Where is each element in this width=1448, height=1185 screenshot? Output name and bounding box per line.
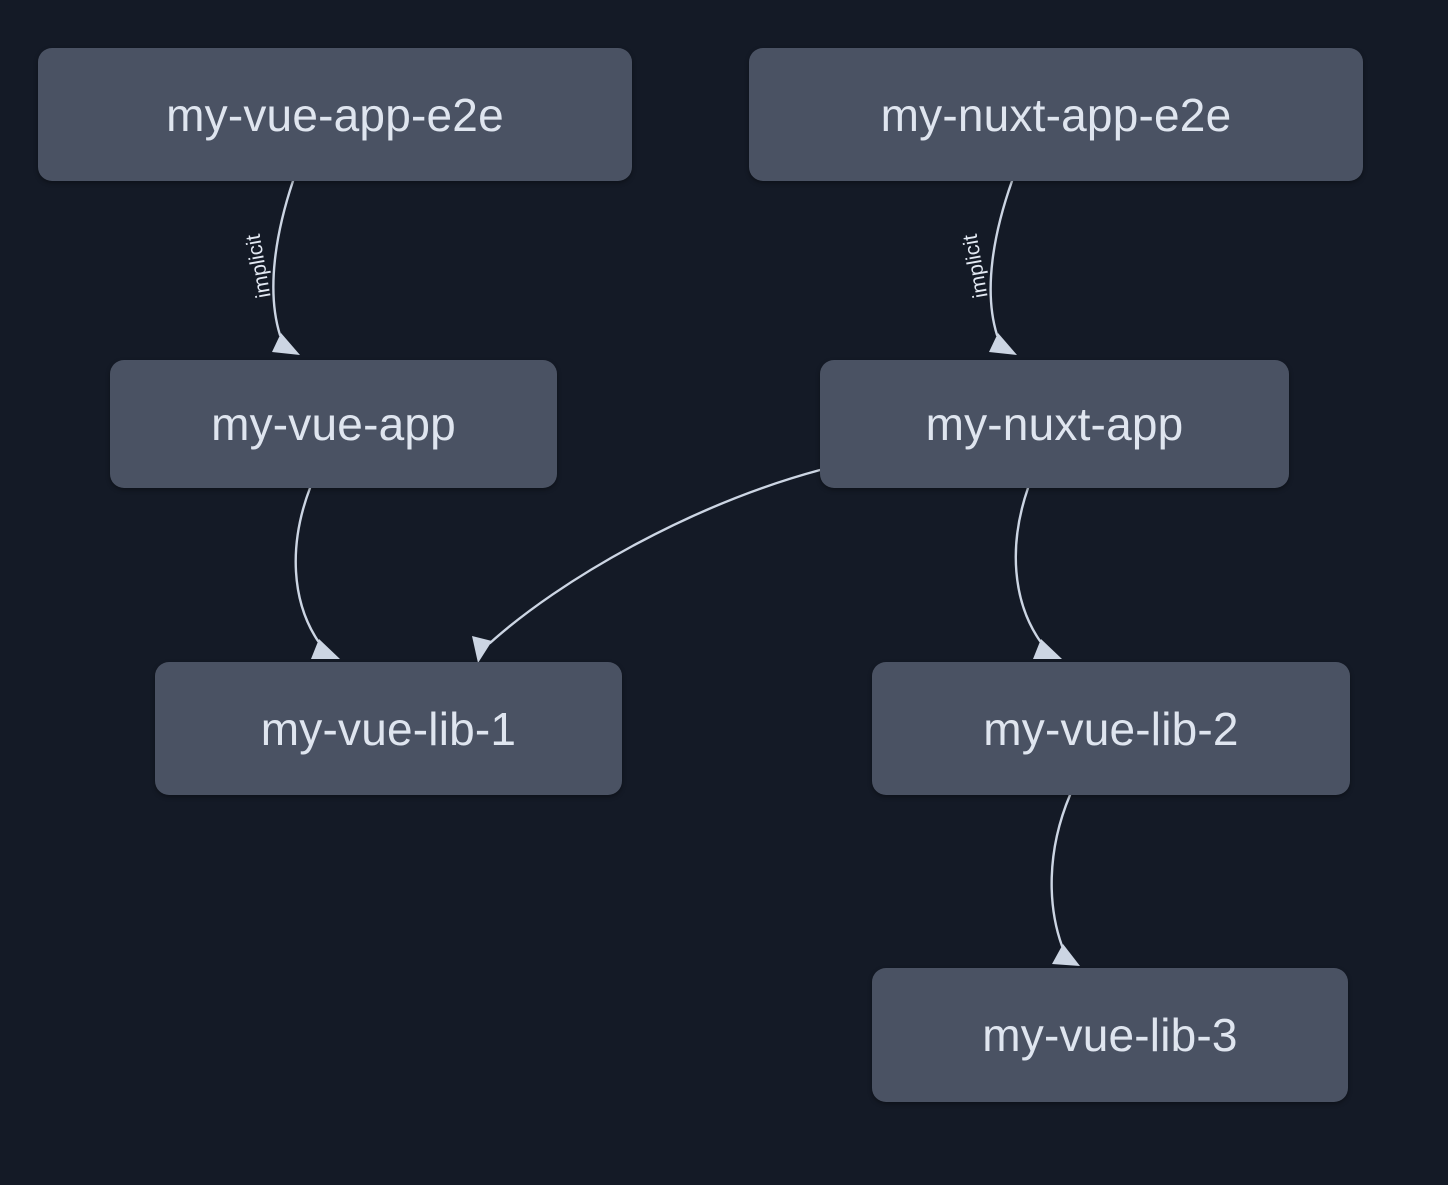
graph-node-my-nuxt-app[interactable]: my-nuxt-app [820,360,1289,488]
edge-arrowhead-icon [1033,639,1062,659]
edge-arrowhead-icon [311,639,340,659]
graph-node-my-nuxt-app-e2e[interactable]: my-nuxt-app-e2e [749,48,1363,181]
graph-node-my-vue-lib-3[interactable]: my-vue-lib-3 [872,968,1348,1102]
edge-line [488,468,822,645]
edge-arrowhead-icon [1052,944,1080,966]
graph-node-label: my-nuxt-app-e2e [880,88,1232,141]
edge-label: implicit [959,232,993,299]
graph-node-my-vue-app-e2e[interactable]: my-vue-app-e2e [38,48,632,181]
graph-edge-edge-vue-lib-2-to-vue-lib-3 [1050,793,1080,966]
edge-line [1014,486,1042,643]
edge-label: implicit [242,232,276,299]
graph-edge-edge-nuxt-app-to-vue-lib-2 [1014,486,1062,659]
graph-edge-edge-vue-app-e2e-to-vue-app: implicit [242,179,300,355]
graph-node-label: my-vue-lib-1 [260,702,517,755]
edge-line [1050,793,1072,948]
edge-line [294,486,320,643]
graph-node-label: my-vue-app [211,398,456,450]
graph-node-my-vue-lib-1[interactable]: my-vue-lib-1 [155,662,622,795]
graph-node-label: my-vue-app-e2e [166,88,504,141]
graph-node-label: my-vue-lib-3 [982,1009,1238,1061]
edge-line [989,179,1014,337]
graph-node-label: my-vue-lib-2 [983,702,1239,755]
graph-node-my-vue-app[interactable]: my-vue-app [110,360,557,488]
graph-edge-edge-vue-app-to-vue-lib-1 [294,486,340,659]
edge-arrowhead-icon [472,636,492,663]
graph-edge-edge-nuxt-app-e2e-to-nuxt-app: implicit [959,179,1017,355]
graph-node-label: my-nuxt-app [925,398,1184,450]
edge-arrowhead-icon [272,333,300,355]
edge-line [272,179,295,337]
edge-arrowhead-icon [989,333,1017,355]
graph-node-my-vue-lib-2[interactable]: my-vue-lib-2 [872,662,1350,795]
graph-edge-edge-nuxt-app-to-vue-lib-1 [472,468,822,663]
